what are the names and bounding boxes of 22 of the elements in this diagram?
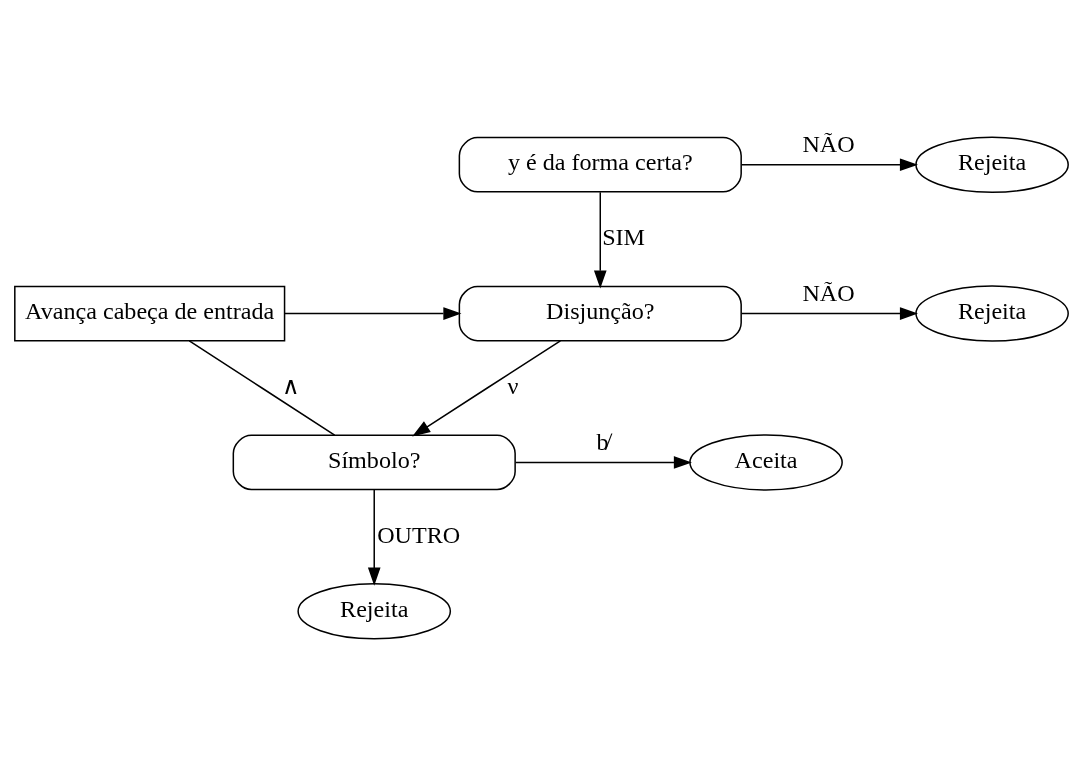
node-box: Avança cabeça de entrada bbox=[14, 285, 286, 342]
edge-label: SIM bbox=[602, 223, 646, 250]
edge-label: OUTRO bbox=[377, 521, 461, 548]
arrow bbox=[284, 307, 462, 320]
node-ellipse: Aceita bbox=[689, 434, 843, 491]
arrow bbox=[740, 158, 918, 172]
node-box: Símbolo? bbox=[232, 434, 516, 491]
node-box: y é da forma certa? bbox=[458, 136, 742, 193]
edge-label: ∧ bbox=[281, 372, 300, 399]
edge-label: ν bbox=[507, 372, 519, 399]
connector bbox=[188, 340, 336, 436]
edge-label: NÃO bbox=[802, 280, 855, 307]
node-box: Disjunção? bbox=[458, 285, 742, 342]
node-ellipse: Rejeita bbox=[297, 583, 452, 640]
node-ellipse: Rejeita bbox=[915, 136, 1069, 194]
arrow bbox=[593, 191, 607, 289]
arrow bbox=[367, 489, 381, 586]
arrow bbox=[514, 456, 692, 469]
node-ellipse: Rejeita bbox=[915, 285, 1069, 342]
arrow bbox=[740, 307, 918, 320]
arrow bbox=[412, 340, 562, 437]
edge-label: NÃO bbox=[802, 131, 855, 158]
